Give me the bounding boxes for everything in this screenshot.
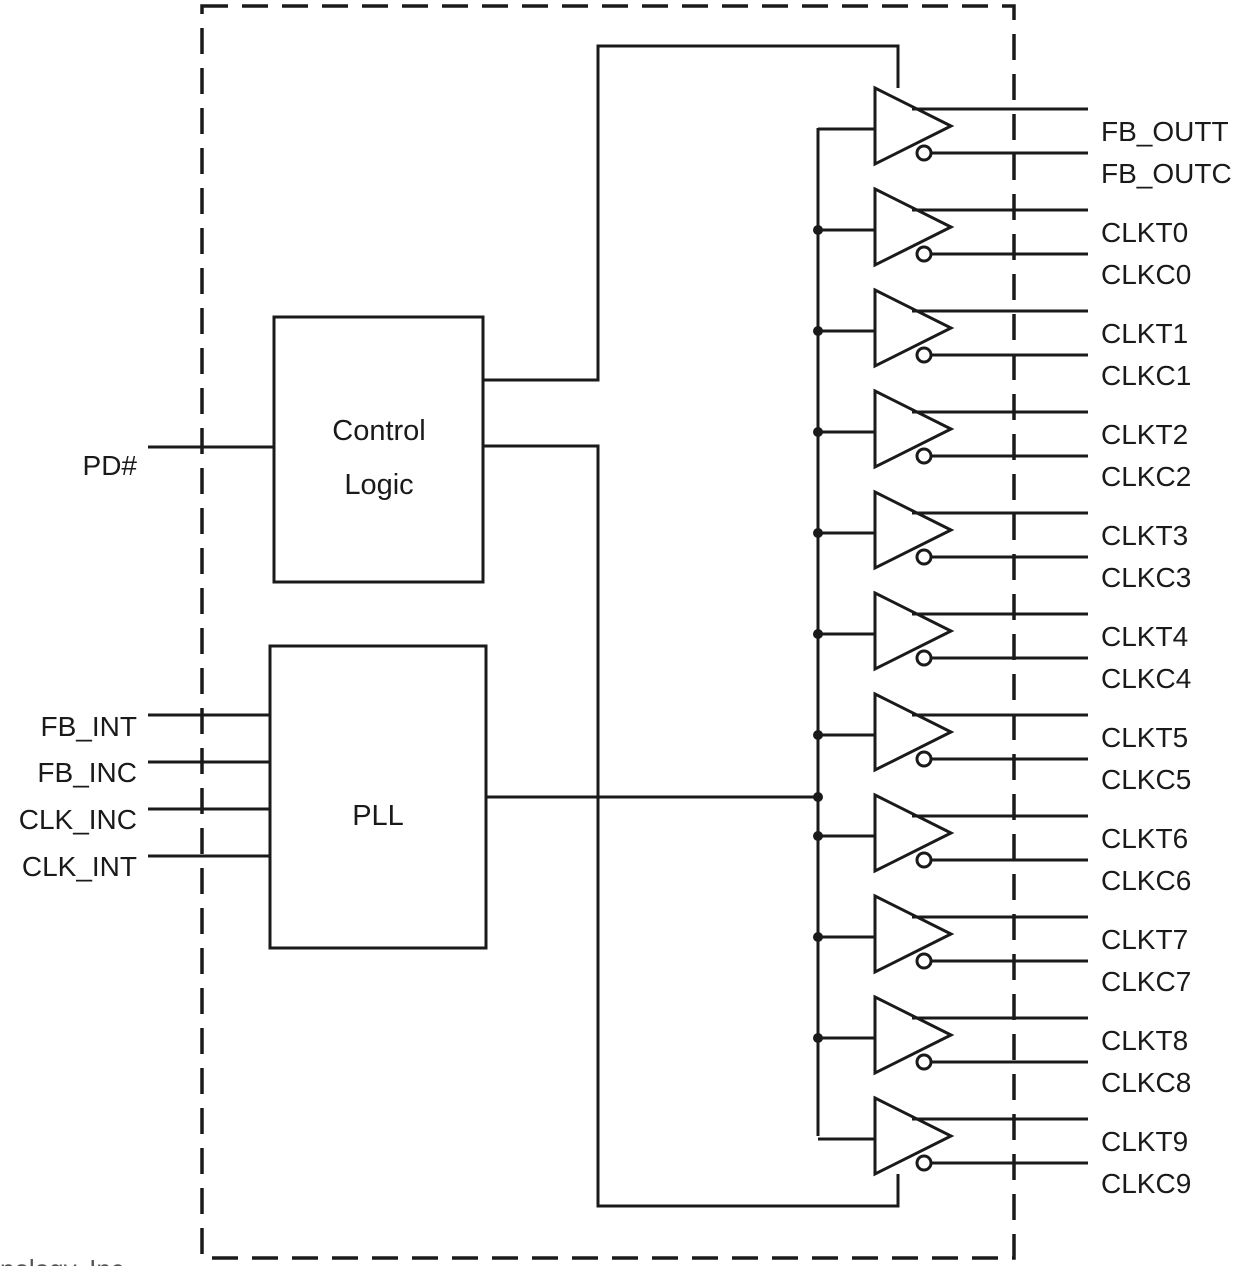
output-label-true: CLKT7 <box>1101 924 1188 955</box>
buffer-triangle <box>873 186 955 268</box>
buffer-triangle <box>873 1095 955 1177</box>
inversion-bubble <box>915 447 933 465</box>
fb-int-label: FB_INT <box>41 711 137 742</box>
clock-buffer-3 <box>813 489 1088 571</box>
inversion-bubble <box>915 952 933 970</box>
clk-inc-label: CLK_INC <box>19 804 137 835</box>
bus-junction <box>813 528 823 538</box>
bus-junction <box>813 831 823 841</box>
inversion-bubble <box>915 144 933 162</box>
buffer-triangle <box>873 994 955 1076</box>
output-label-complement: CLKC9 <box>1101 1168 1191 1199</box>
pll-block: PLL <box>268 644 488 950</box>
inversion-bubble <box>915 750 933 768</box>
output-label-true: CLKT6 <box>1101 823 1188 854</box>
clock-buffer-4 <box>813 590 1088 672</box>
bus-junction <box>813 932 823 942</box>
clock-buffer-1 <box>813 287 1088 369</box>
chip-boundary <box>200 4 1016 1260</box>
watermark-text: nology, Inc. <box>0 1254 131 1266</box>
output-label-complement: CLKC1 <box>1101 360 1191 391</box>
output-label-complement: CLKC2 <box>1101 461 1191 492</box>
inversion-bubble <box>915 346 933 364</box>
output-label-complement: CLKC5 <box>1101 764 1191 795</box>
output-label-complement: FB_OUTC <box>1101 158 1232 189</box>
control-logic-label-line2: Logic <box>344 469 413 501</box>
bus-junction <box>813 427 823 437</box>
control-logic-label-line1: Control <box>332 415 426 447</box>
output-label-true: CLKT0 <box>1101 217 1188 248</box>
inversion-bubble <box>915 245 933 263</box>
clock-buffer-9 <box>818 1095 1088 1177</box>
clock-buffer-6 <box>813 792 1088 874</box>
clock-buffer-2 <box>813 388 1088 470</box>
output-label-true: CLKT8 <box>1101 1025 1188 1056</box>
output-label-true: CLKT4 <box>1101 621 1188 652</box>
output-label-complement: CLKC8 <box>1101 1067 1191 1098</box>
inversion-bubble <box>915 1154 933 1172</box>
output-label-complement: CLKC6 <box>1101 865 1191 896</box>
buffer-triangle <box>873 388 955 470</box>
clock-buffer-0 <box>813 186 1088 268</box>
enable-wire-top <box>483 44 900 382</box>
bus-junction <box>813 225 823 235</box>
output-label-true: CLKT9 <box>1101 1126 1188 1157</box>
inversion-bubble <box>915 1053 933 1071</box>
bus-junction <box>813 730 823 740</box>
control-logic-block: Control Logic <box>272 315 485 584</box>
buffer-triangle <box>873 85 955 167</box>
input-wires <box>148 445 274 858</box>
buffer-triangle <box>873 287 955 369</box>
buffer-triangle <box>873 590 955 672</box>
buffer-triangle <box>873 489 955 571</box>
output-label-true: FB_OUTT <box>1101 116 1229 147</box>
pd-label: PD# <box>83 450 138 481</box>
bus-junction <box>813 629 823 639</box>
bus-junction <box>813 1033 823 1043</box>
clock-buffer-8 <box>813 994 1088 1076</box>
output-label-complement: CLKC0 <box>1101 259 1191 290</box>
buffer-triangle <box>873 691 955 773</box>
output-label-true: CLKT1 <box>1101 318 1188 349</box>
output-label-true: CLKT2 <box>1101 419 1188 450</box>
output-label-true: CLKT5 <box>1101 722 1188 753</box>
feedback-buffer <box>818 85 1088 167</box>
clock-buffer-5 <box>813 691 1088 773</box>
output-buffers <box>813 85 1088 1177</box>
buffer-triangle <box>873 792 955 874</box>
output-label-complement: CLKC3 <box>1101 562 1191 593</box>
fb-inc-label: FB_INC <box>37 757 137 788</box>
inversion-bubble <box>915 851 933 869</box>
pll-label: PLL <box>352 800 404 832</box>
output-label-complement: CLKC7 <box>1101 966 1191 997</box>
enable-wire-bottom <box>483 444 900 1208</box>
output-label-true: CLKT3 <box>1101 520 1188 551</box>
inversion-bubble <box>915 548 933 566</box>
output-labels: FB_OUTT FB_OUTC CLKT0CLKC0CLKT1CLKC1CLKT2C… <box>1101 116 1232 1199</box>
inversion-bubble <box>915 649 933 667</box>
output-label-complement: CLKC4 <box>1101 663 1191 694</box>
clk-int-label: CLK_INT <box>22 851 137 882</box>
bus-junction <box>813 326 823 336</box>
buffer-triangle <box>873 893 955 975</box>
clock-buffer-7 <box>813 893 1088 975</box>
